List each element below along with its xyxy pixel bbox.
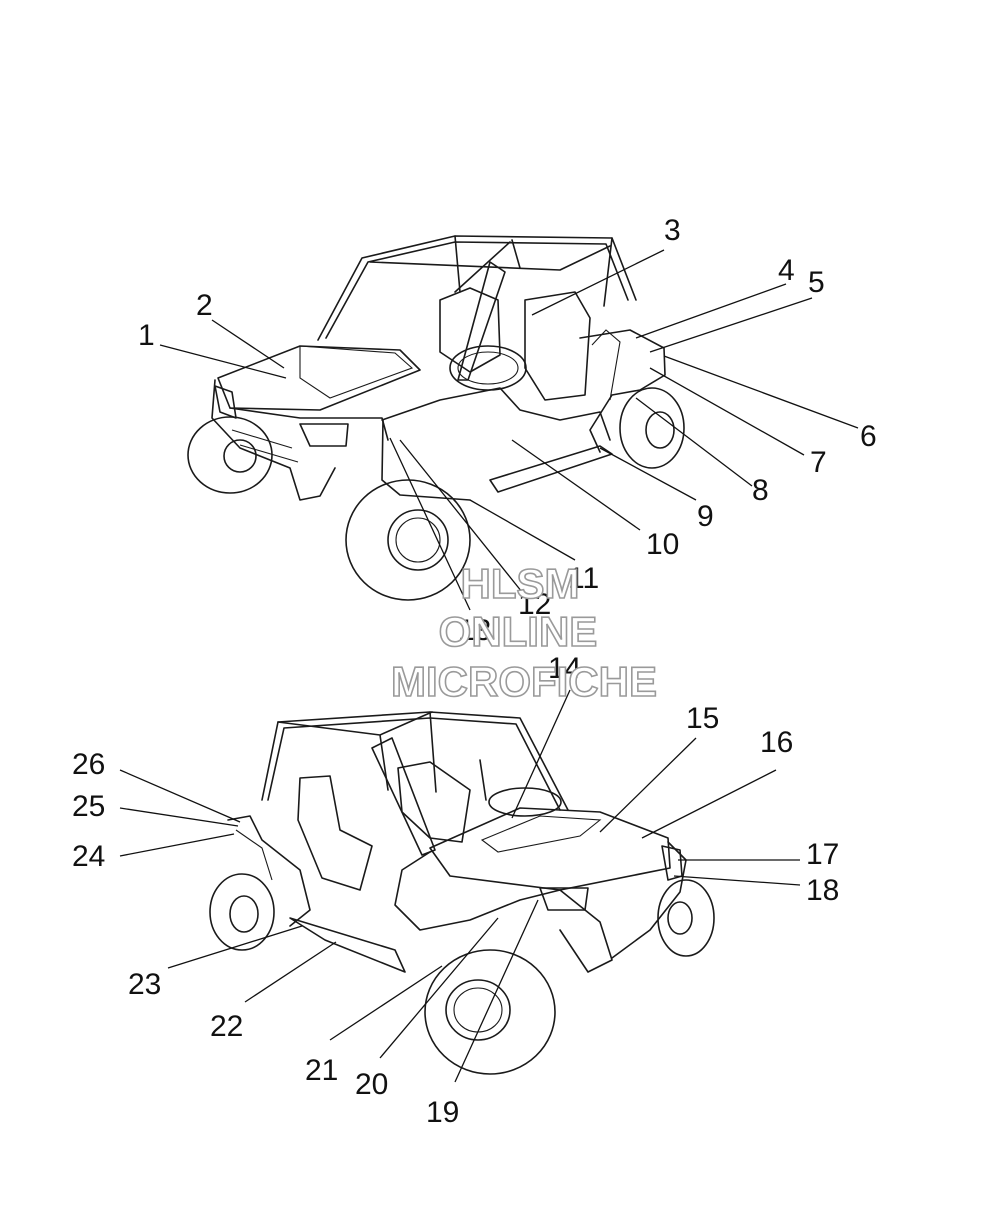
- callout-21: 21: [305, 1054, 338, 1087]
- vehicle-top-view: [187, 235, 685, 601]
- callout-7: 7: [810, 446, 827, 479]
- watermark-line-1: HLSM: [461, 560, 580, 607]
- leader-lines: [119, 249, 859, 1083]
- callout-23: 23: [128, 968, 161, 1001]
- callout-24: 24: [72, 840, 105, 873]
- callout-2: 2: [196, 289, 213, 322]
- callout-3: 3: [664, 214, 681, 247]
- callout-4: 4: [778, 254, 795, 287]
- callout-12: 12: [518, 588, 551, 621]
- callout-11: 11: [568, 562, 599, 595]
- callout-10: 10: [646, 528, 679, 561]
- callout-5: 5: [808, 266, 825, 299]
- callout-20: 20: [355, 1068, 388, 1101]
- watermark: HLSM ONLINE MICROFICHE: [390, 559, 658, 706]
- callout-18: 18: [806, 874, 839, 907]
- callout-19: 19: [426, 1096, 459, 1129]
- callout-15: 15: [686, 702, 719, 735]
- callout-14: 14: [548, 652, 581, 685]
- callout-1: 1: [138, 319, 155, 352]
- vehicle-bottom-view: [209, 711, 715, 1075]
- watermark-line-2: ONLINE: [439, 608, 598, 655]
- callout-17: 17: [806, 838, 839, 871]
- callout-16: 16: [760, 726, 793, 759]
- callout-9: 9: [697, 500, 714, 533]
- callout-8: 8: [752, 474, 769, 507]
- callout-25: 25: [72, 790, 105, 823]
- callout-numbers: 1 2 3 4 5 6 7 8 9 10 11 12 13 14 15 16 1…: [72, 214, 877, 1129]
- callout-26: 26: [72, 748, 105, 781]
- callout-13: 13: [458, 614, 491, 647]
- watermark-line-3: MICROFICHE: [391, 658, 657, 705]
- callout-22: 22: [210, 1010, 243, 1043]
- callout-6: 6: [860, 420, 877, 453]
